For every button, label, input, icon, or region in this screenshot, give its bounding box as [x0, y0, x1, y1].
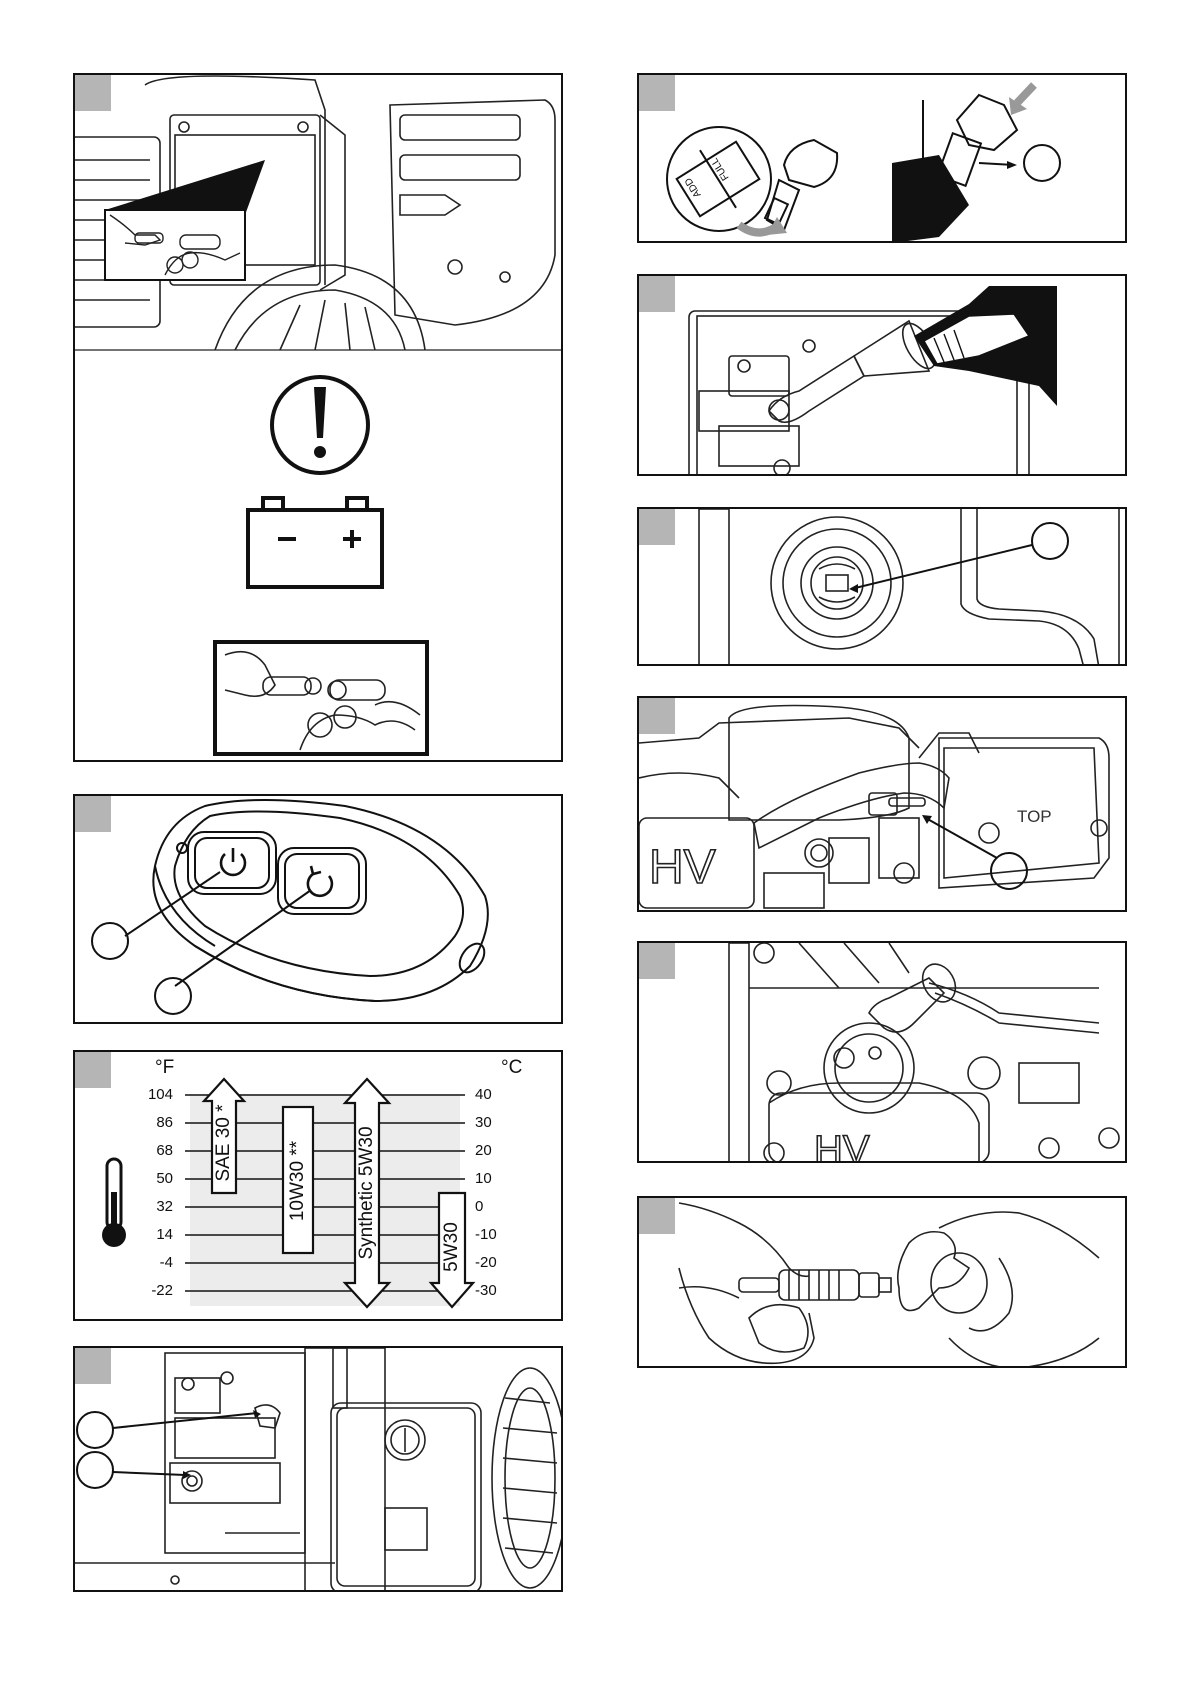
celsius-tick-label: 40 — [475, 1086, 492, 1103]
engine-side-illustration — [75, 1348, 561, 1590]
celsius-tick-label: 10 — [475, 1170, 492, 1187]
svg-text:HV: HV — [814, 1128, 870, 1163]
step-number-tab — [75, 796, 111, 832]
panel-engine-top: HV TOP — [637, 696, 1127, 912]
celsius-tick-label: 0 — [475, 1198, 484, 1215]
celsius-tick-label: -30 — [475, 1282, 497, 1299]
fahrenheit-tick-label: 86 — [156, 1114, 173, 1131]
oil-grade-label: Synthetic 5W30 — [356, 1126, 377, 1260]
fahrenheit-tick-label: 32 — [156, 1198, 173, 1215]
engine-top-illustration: HV TOP — [639, 704, 1110, 909]
power-icon — [219, 848, 247, 877]
celsius-tick-label: 20 — [475, 1142, 492, 1159]
thermometer-icon — [102, 1157, 126, 1247]
panel-spark-plug-cap: HV — [637, 941, 1127, 1163]
spark-plug-illustration — [678, 1202, 1100, 1366]
step-number-tab — [639, 698, 675, 734]
oil-grade-label: SAE 30 * — [213, 1104, 234, 1182]
panel-remote-control — [73, 794, 563, 1024]
fahrenheit-unit-label: °F — [155, 1057, 175, 1078]
celsius-tick-label: -20 — [475, 1254, 497, 1271]
fahrenheit-tick-label: 68 — [156, 1142, 173, 1159]
step-number-tab — [639, 1198, 675, 1234]
engine-top-label: TOP — [1017, 807, 1052, 826]
fahrenheit-tick-label: 104 — [147, 1086, 173, 1103]
oil-grade-label: 5W30 — [441, 1222, 462, 1272]
celsius-tick-label: -10 — [475, 1226, 497, 1243]
panel-oil-funnel — [637, 274, 1127, 476]
panel-battery-connection — [73, 73, 563, 762]
battery-icon — [246, 496, 384, 589]
funnel-illustration — [688, 286, 1057, 474]
fahrenheit-tick-label: 14 — [156, 1226, 173, 1243]
oil-grade-label: 10W30 ** — [287, 1140, 308, 1222]
step-number-tab — [75, 1348, 111, 1384]
panel-oil-location — [73, 1346, 563, 1592]
refresh-icon — [306, 865, 334, 898]
step-number-tab — [639, 276, 675, 312]
panel-oil-filler — [637, 507, 1127, 666]
fahrenheit-tick-label: -4 — [159, 1254, 173, 1271]
oil-temperature-chart — [102, 1077, 476, 1309]
step-number-tab — [75, 1052, 111, 1088]
step-number-tab — [639, 943, 675, 979]
oil-filler-illustration — [698, 509, 1120, 664]
panel-spark-plug — [637, 1196, 1127, 1368]
warning-icon — [270, 375, 370, 475]
step-number-tab — [75, 75, 111, 111]
generator-battery-illustration — [75, 75, 561, 756]
fahrenheit-tick-label: -22 — [151, 1282, 173, 1299]
remote-fob-illustration — [91, 799, 489, 1015]
celsius-tick-label: 30 — [475, 1114, 492, 1131]
panel-oil-chart: °F °C 104 86 68 50 32 14 -4 -22 40 30 20 10 0 -10 -20… — [73, 1050, 563, 1321]
dipstick-illustration: ADD FULL — [666, 82, 1061, 241]
connector-inset — [213, 640, 429, 756]
panel-dipstick: ADD FULL — [637, 73, 1127, 243]
step-number-tab — [639, 509, 675, 545]
celsius-unit-label: °C — [501, 1057, 523, 1078]
svg-text:HV: HV — [649, 841, 716, 894]
fahrenheit-tick-label: 50 — [156, 1170, 173, 1187]
step-number-tab — [639, 75, 675, 111]
spark-plug-cap-illustration: HV — [728, 943, 1120, 1163]
